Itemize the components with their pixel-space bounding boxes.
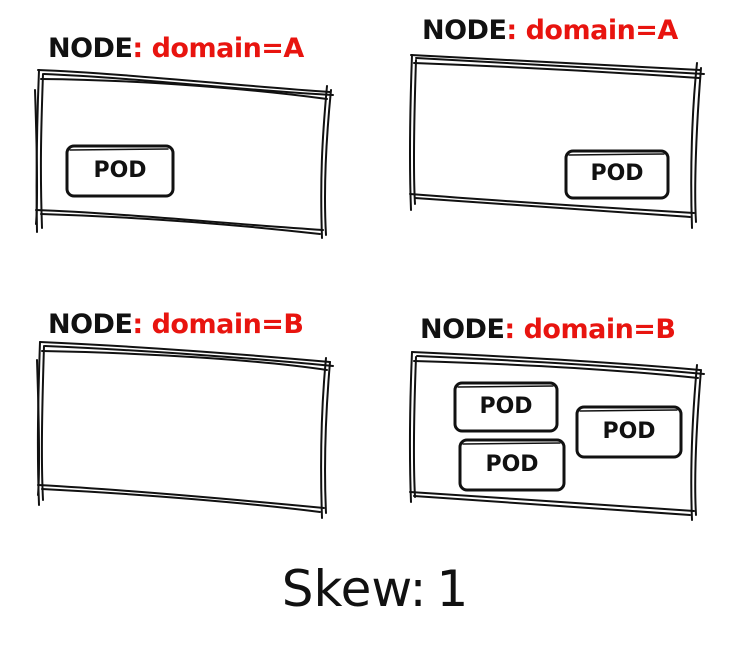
skew-separator: : bbox=[409, 560, 427, 618]
node-word: NODE bbox=[48, 33, 133, 64]
node-box-4 bbox=[408, 351, 705, 521]
pod-box-4c bbox=[458, 438, 566, 492]
pod-label: POD bbox=[590, 161, 644, 186]
pod-label: POD bbox=[93, 158, 147, 183]
node-title-1: NODE: domain=A bbox=[48, 35, 304, 62]
pod-box-4a bbox=[453, 381, 559, 433]
node-domain-label: : domain=B bbox=[504, 314, 676, 345]
node-domain-label: : domain=B bbox=[132, 309, 304, 340]
node-domain-label: : domain=A bbox=[506, 15, 678, 46]
node-word: NODE bbox=[420, 314, 505, 345]
node-title-3: NODE: domain=B bbox=[48, 311, 304, 338]
pod-label: POD bbox=[485, 452, 539, 477]
node-word: NODE bbox=[48, 309, 133, 340]
skew-value: 1 bbox=[436, 560, 469, 618]
pod-box-1 bbox=[65, 144, 175, 198]
pod-box-4b bbox=[575, 405, 683, 459]
node-title-2: NODE: domain=A bbox=[422, 17, 678, 44]
skew-caption: Skew:1 bbox=[0, 564, 750, 614]
node-domain-label: : domain=A bbox=[132, 33, 304, 64]
pod-label: POD bbox=[479, 394, 533, 419]
node-box-1 bbox=[34, 69, 334, 239]
node-box-2 bbox=[408, 54, 705, 229]
pod-box-2 bbox=[564, 149, 670, 200]
node-title-4: NODE: domain=B bbox=[420, 316, 676, 343]
node-box-3 bbox=[36, 341, 334, 519]
skew-label: Skew bbox=[281, 560, 410, 618]
node-word: NODE bbox=[422, 15, 507, 46]
pod-label: POD bbox=[602, 419, 656, 444]
